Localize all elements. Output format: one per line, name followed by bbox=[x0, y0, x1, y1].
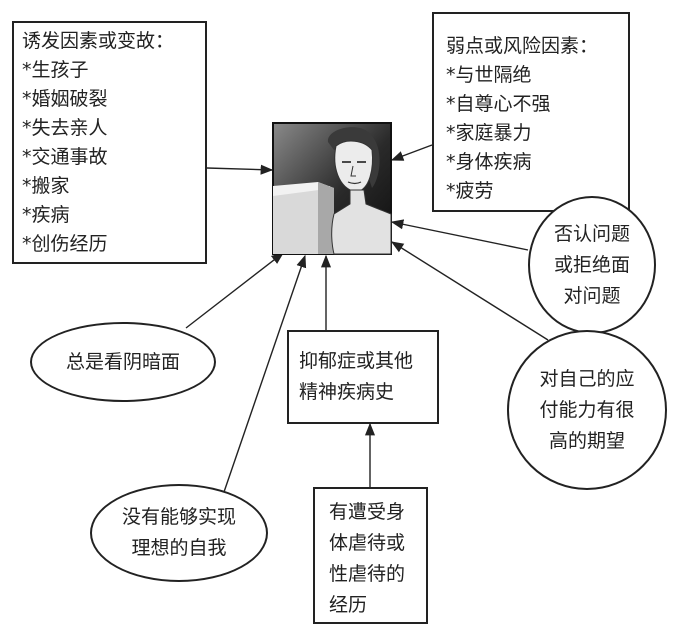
person-portrait-icon bbox=[272, 122, 392, 255]
history-text-line: 抑郁症或其他 bbox=[299, 350, 414, 372]
list-item: 家庭暴力 bbox=[446, 119, 620, 148]
list-item: 搬家 bbox=[22, 172, 197, 201]
abuse-text-line: 经历 bbox=[329, 594, 368, 616]
arrow-expectation-to-person bbox=[390, 241, 549, 341]
ideal-self-text-line: 理想的自我 bbox=[131, 537, 227, 559]
trigger-factors-title: 诱发因素或变故： bbox=[22, 30, 175, 52]
denial-text-line: 否认问题 bbox=[553, 222, 630, 245]
list-item: 自尊心不强 bbox=[446, 90, 620, 119]
pessimism-ellipse: 总是看阴暗面 bbox=[30, 322, 216, 402]
denial-text-line: 对问题 bbox=[563, 284, 621, 307]
arrow-triggers-to-person bbox=[206, 164, 274, 175]
pessimism-text-line: 总是看阴暗面 bbox=[65, 350, 180, 373]
unrealized-ideal-self-ellipse: 没有能够实现 理想的自我 bbox=[90, 484, 268, 582]
list-item: 疲劳 bbox=[446, 177, 620, 206]
denial-text-line: 或拒绝面 bbox=[553, 253, 630, 276]
high-expectation-ellipse: 对自己的应 付能力有很 高的期望 bbox=[507, 330, 667, 490]
arrow-ideal-self-to-person bbox=[223, 254, 307, 493]
list-item: 疾病 bbox=[22, 201, 197, 230]
history-text-line: 精神疾病史 bbox=[299, 381, 395, 403]
list-item: 生孩子 bbox=[22, 56, 197, 85]
denial-ellipse: 否认问题 或拒绝面 对问题 bbox=[528, 196, 656, 334]
abuse-text-line: 体虐待或 bbox=[329, 532, 406, 554]
risk-factors-box: 弱点或风险因素： 与世隔绝 自尊心不强 家庭暴力 身体疾病 疲劳 bbox=[432, 12, 630, 212]
trigger-factors-box: 诱发因素或变故： 生孩子 婚姻破裂 失去亲人 交通事故 搬家 疾病 创伤经历 bbox=[12, 21, 207, 264]
list-item: 失去亲人 bbox=[22, 114, 197, 143]
list-item: 与世隔绝 bbox=[446, 61, 620, 90]
list-item: 婚姻破裂 bbox=[22, 85, 197, 114]
arrow-pessimism-to-person bbox=[185, 252, 284, 329]
trigger-factors-list: 生孩子 婚姻破裂 失去亲人 交通事故 搬家 疾病 创伤经历 bbox=[22, 56, 197, 259]
abuse-text-line: 性虐待的 bbox=[329, 563, 406, 585]
abuse-history-box: 有遭受身 体虐待或 性虐待的 经历 bbox=[313, 487, 428, 624]
ideal-self-text-line: 没有能够实现 bbox=[121, 506, 236, 528]
risk-factors-title: 弱点或风险因素： bbox=[446, 35, 599, 57]
mental-illness-history-box: 抑郁症或其他 精神疾病史 bbox=[287, 330, 439, 424]
list-item: 创伤经历 bbox=[22, 230, 197, 259]
arrow-denial-to-person bbox=[390, 219, 529, 251]
list-item: 交通事故 bbox=[22, 143, 197, 172]
risk-factors-list: 与世隔绝 自尊心不强 家庭暴力 身体疾病 疲劳 bbox=[446, 61, 620, 206]
abuse-text-line: 有遭受身 bbox=[329, 501, 406, 523]
expectation-text-line: 高的期望 bbox=[548, 429, 625, 452]
expectation-text-line: 付能力有很 bbox=[539, 398, 635, 421]
arrow-risks-to-person bbox=[390, 144, 433, 161]
list-item: 身体疾病 bbox=[446, 148, 620, 177]
expectation-text-line: 对自己的应 bbox=[539, 367, 635, 390]
